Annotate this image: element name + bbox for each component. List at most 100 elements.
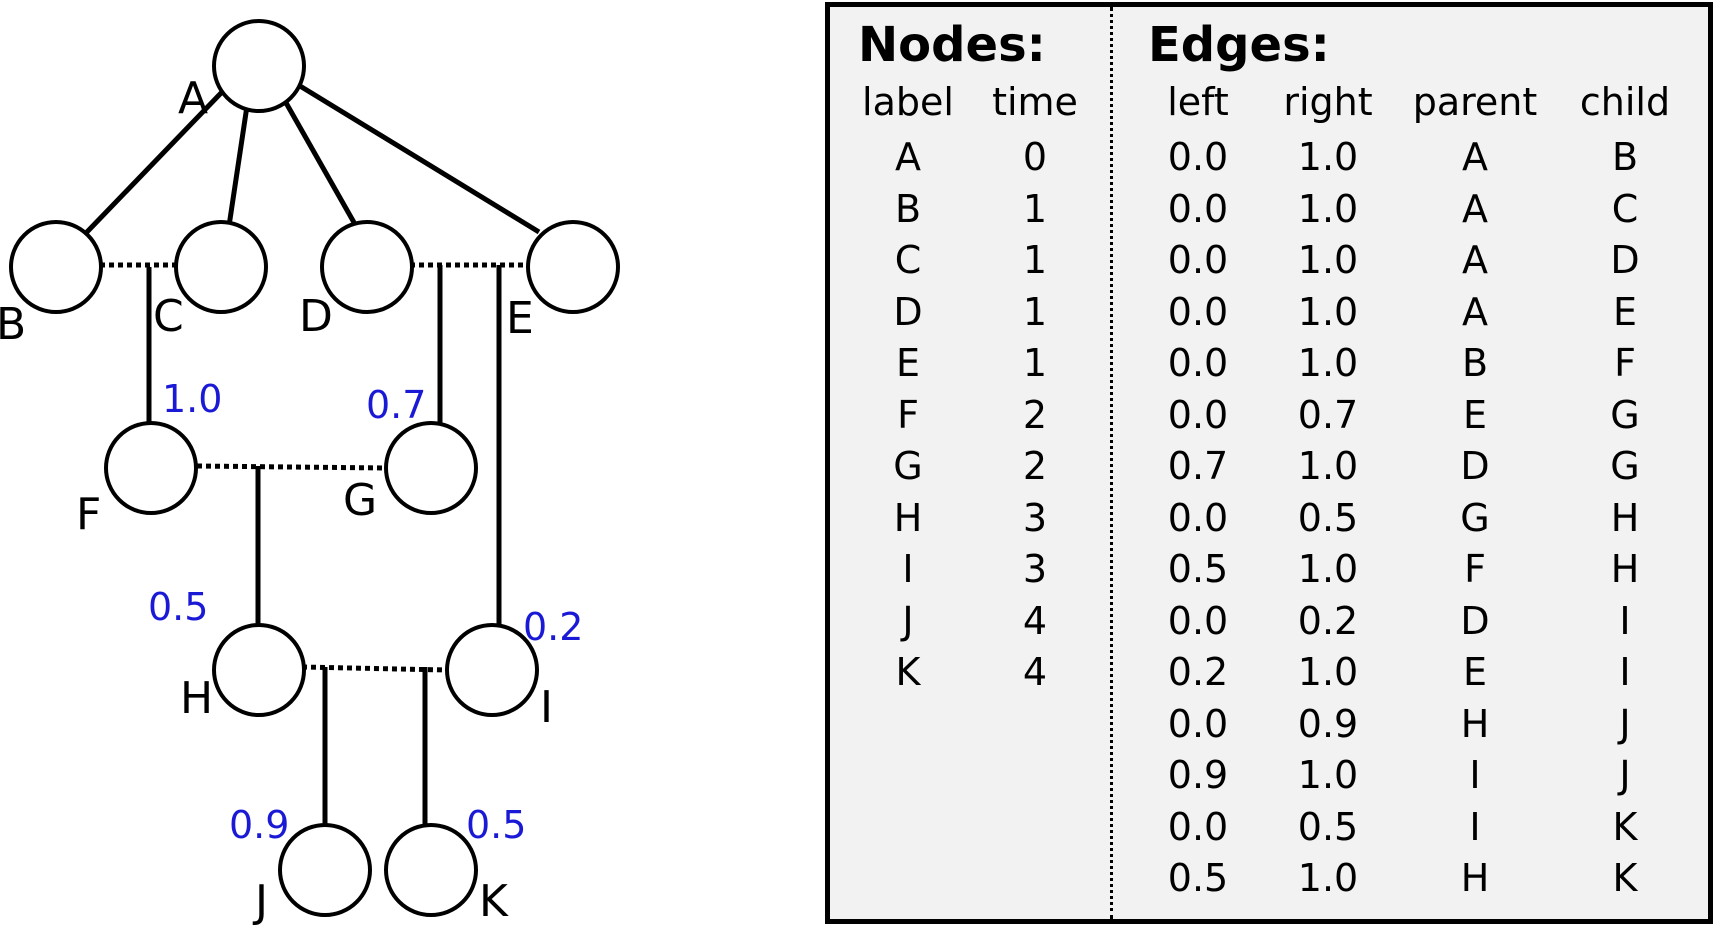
node-e-circle <box>526 220 620 314</box>
edges-table-cell: D <box>1610 238 1640 282</box>
edges-table-cell: G <box>1610 392 1640 437</box>
node-label-c: C <box>153 291 184 342</box>
edges-column-header: right <box>1283 80 1373 124</box>
edges-table-cell: J <box>1619 701 1631 746</box>
nodes-table-cell: J <box>902 598 914 643</box>
breakpoint-label-j: 0.9 <box>229 803 289 847</box>
edges-table-cell: G <box>1610 444 1640 488</box>
node-label-b: B <box>0 299 26 350</box>
node-label-k: K <box>479 876 509 927</box>
breakpoint-label-g: 0.7 <box>366 383 426 427</box>
nodes-column-header: time <box>992 80 1078 124</box>
edges-table-cell: I <box>1619 650 1631 694</box>
dotted-h-i <box>301 664 447 673</box>
edges-table-cell: 0.9 <box>1167 753 1229 797</box>
node-g-circle <box>384 421 478 515</box>
edges-table-cell: F <box>1464 547 1486 591</box>
edges-table-cell: A <box>1462 238 1488 282</box>
nodes-table-cell: H <box>893 495 923 540</box>
nodes-table-cell: 1 <box>1022 186 1048 231</box>
edges-table-cell: 1.0 <box>1297 341 1359 385</box>
edges-table-cell: I <box>1469 804 1481 849</box>
node-label-d: D <box>299 291 333 342</box>
edges-table-cell: K <box>1612 856 1638 900</box>
edges-table-cell: E <box>1612 289 1637 334</box>
edges-table-cell: 0.5 <box>1297 495 1359 540</box>
edges-table-cell: D <box>1460 444 1490 488</box>
edges-table-cell: H <box>1610 495 1640 540</box>
edges-table-cell: G <box>1460 495 1490 540</box>
nodes-table-cell: 1 <box>1022 238 1048 282</box>
nodes-table-cell: 0 <box>1022 135 1048 179</box>
node-b-circle <box>9 220 103 314</box>
edges-table-cell: 0.7 <box>1297 392 1359 437</box>
nodes-table-cell: C <box>894 238 922 282</box>
node-j-circle <box>278 823 372 917</box>
edges-table-cell: F <box>1614 341 1636 385</box>
edges-column-header: child <box>1579 80 1671 124</box>
edges-table-cell: B <box>1461 341 1489 385</box>
edges-table-cell: I <box>1619 598 1631 643</box>
edges-table-cell: A <box>1462 135 1488 179</box>
node-label-j: J <box>252 876 268 927</box>
nodes-table-cell: 1 <box>1022 341 1048 385</box>
edges-title: Edges: <box>1148 17 1330 73</box>
nodes-table-cell: 2 <box>1022 444 1048 488</box>
node-f-circle <box>104 421 198 515</box>
nodes-table-cell: F <box>897 392 919 437</box>
edges-table-cell: I <box>1469 753 1481 797</box>
edges-table-cell: 1.0 <box>1297 186 1359 231</box>
nodes-table-cell: 2 <box>1022 392 1048 437</box>
edges-table-cell: K <box>1612 804 1638 849</box>
edges-table-cell: B <box>1611 135 1639 179</box>
edges-table-cell: 0.7 <box>1167 444 1229 488</box>
edges-table-cell: 1.0 <box>1297 856 1359 900</box>
edge-a-c <box>226 105 250 227</box>
node-label-g: G <box>343 475 377 526</box>
edges-table-cell: 0.0 <box>1167 289 1229 334</box>
edges-table-cell: E <box>1462 650 1487 694</box>
nodes-table-cell: 4 <box>1022 650 1048 694</box>
edges-table-cell: H <box>1610 547 1640 591</box>
node-a-circle <box>212 19 306 113</box>
nodes-table-cell: 3 <box>1022 495 1048 540</box>
nodes-table-cell: B <box>894 186 922 231</box>
edges-table-cell: 1.0 <box>1297 289 1359 334</box>
nodes-table-cell: A <box>895 135 921 179</box>
node-d-circle <box>320 220 414 314</box>
edges-table-cell: C <box>1611 186 1639 231</box>
nodes-table-cell: E <box>895 341 920 385</box>
nodes-column-header: label <box>862 80 954 124</box>
node-label-f: F <box>76 489 101 540</box>
edges-table-cell: 1.0 <box>1297 547 1359 591</box>
nodes-table-cell: D <box>893 289 923 334</box>
edges-table-cell: A <box>1462 186 1488 231</box>
breakpoint-label-k: 0.5 <box>466 803 526 847</box>
edges-table-cell: 0.0 <box>1167 701 1229 746</box>
edges-table-cell: 1.0 <box>1297 238 1359 282</box>
node-h-circle <box>212 623 306 717</box>
nodes-table-cell: G <box>893 444 923 488</box>
edges-table-cell: 0.5 <box>1167 547 1229 591</box>
edges-table-cell: 0.5 <box>1167 856 1229 900</box>
edges-table-cell: 0.0 <box>1167 341 1229 385</box>
panel-divider <box>1110 7 1113 919</box>
edges-table-cell: 0.0 <box>1167 495 1229 540</box>
edges-column-header: left <box>1167 80 1229 124</box>
edges-table-cell: 0.0 <box>1167 804 1229 849</box>
nodes-table-cell: 3 <box>1022 547 1048 591</box>
breakpoint-label-i: 0.2 <box>523 605 583 649</box>
edges-table-cell: H <box>1460 701 1490 746</box>
node-c-circle <box>174 220 268 314</box>
breakpoint-label-h: 0.5 <box>148 585 208 629</box>
edges-table-cell: 0.0 <box>1167 186 1229 231</box>
dotted-f-g <box>196 463 387 471</box>
edges-table-cell: 0.2 <box>1297 598 1359 643</box>
edges-table-cell: 1.0 <box>1297 135 1359 179</box>
nodes-table-cell: K <box>895 650 921 694</box>
nodes-table-cell: 4 <box>1022 598 1048 643</box>
node-label-e: E <box>506 293 534 344</box>
edges-table-cell: D <box>1460 598 1490 643</box>
node-i-circle <box>445 623 539 717</box>
nodes-title: Nodes: <box>858 17 1046 73</box>
